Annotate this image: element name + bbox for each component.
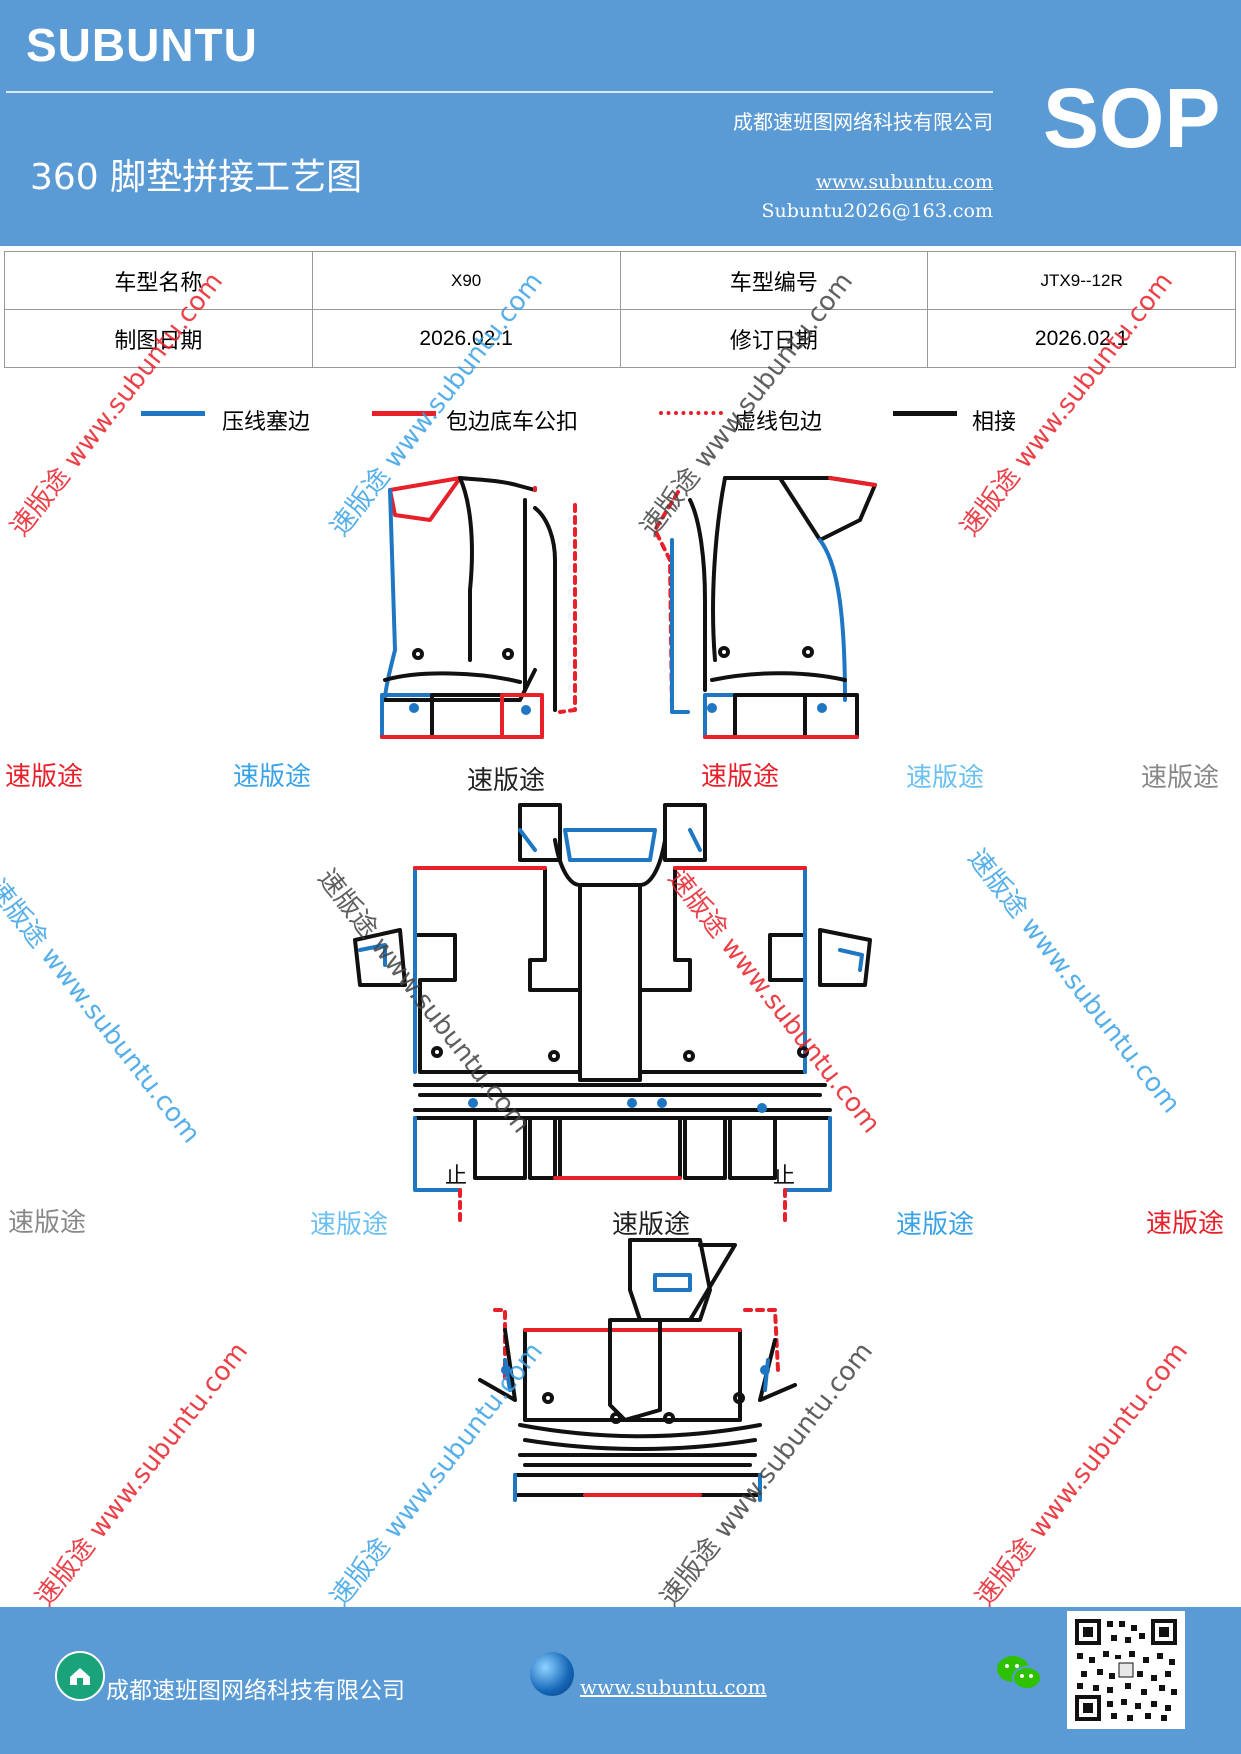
legend-swatch-red-dashed: [659, 411, 723, 415]
watermark-cn: 速版途: [310, 1210, 389, 1240]
draw-date-value: 2026.02.1: [311, 309, 621, 368]
qr-code-image: [1067, 1611, 1185, 1729]
stop-mark-left: 止: [445, 1164, 468, 1189]
legend-label-join: 相接: [972, 410, 1017, 435]
company-home-icon: [55, 1651, 105, 1701]
vehicle-info-table: 车型名称 X90 车型编号 JTX9--12R 制图日期 2026.02.1 修…: [4, 251, 1236, 368]
watermark-cn: 速版途: [233, 762, 312, 792]
wechat-icon[interactable]: [995, 1653, 1043, 1693]
model-name-value: X90: [311, 251, 621, 310]
watermark-cn: 速版途: [612, 1210, 691, 1240]
legend-label-wrap-edge: 包边底车公扣: [446, 410, 579, 435]
table-row: 车型名称 X90 车型编号 JTX9--12R: [4, 251, 1236, 310]
stop-mark-right: 止: [773, 1164, 796, 1189]
middle-row-mat: [353, 803, 872, 1222]
website-link[interactable]: www.subuntu.com: [815, 171, 993, 193]
watermark-cn: 速版途: [1146, 1209, 1225, 1239]
footer-website-link[interactable]: www.subuntu.com: [580, 1675, 767, 1699]
rear-row-mat: [478, 1238, 797, 1502]
brand-logo-text: SUBUNTU: [26, 19, 258, 71]
header-banner: SUBUNTU 360 脚垫拼接工艺图 成都速班图网络科技有限公司 www.su…: [0, 0, 1241, 246]
watermark-cn: 速版途: [1141, 763, 1220, 793]
passenger-mat: [653, 476, 877, 739]
legend-swatch-blue: [141, 411, 205, 416]
company-name: 成都速班图网络科技有限公司: [733, 110, 993, 134]
table-row: 制图日期 2026.02.1 修订日期 2026.02.1: [4, 309, 1236, 368]
header-divider: [6, 91, 993, 93]
model-name-label: 车型名称: [4, 251, 313, 310]
globe-icon: [530, 1652, 574, 1696]
legend-label-dashed-wrap: 虚线包边: [734, 410, 823, 435]
revise-date-value: 2026.02.1: [927, 309, 1236, 368]
page-title: 360 脚垫拼接工艺图: [30, 157, 363, 198]
email-address: Subuntu2026@163.com: [761, 200, 993, 222]
watermark-cn: 速版途: [5, 762, 84, 792]
model-code-value: JTX9--12R: [927, 251, 1236, 310]
watermark-cn: 速版途: [896, 1210, 975, 1240]
driver-mat: [380, 476, 577, 739]
watermark-cn: 速版途: [701, 762, 780, 792]
revise-date-label: 修订日期: [619, 309, 929, 368]
draw-date-label: 制图日期: [4, 309, 313, 368]
watermark-cn: 速版途: [8, 1208, 87, 1238]
legend-label-press-line: 压线塞边: [222, 410, 311, 435]
watermark-cn: 速版途: [906, 763, 985, 793]
model-code-label: 车型编号: [619, 251, 929, 310]
legend-swatch-red: [372, 411, 436, 416]
watermark-cn: 速版途: [467, 766, 546, 796]
sop-label: SOP: [1043, 71, 1221, 165]
legend-swatch-black: [893, 411, 957, 416]
footer-company-name: 成都速班图网络科技有限公司: [106, 1678, 405, 1704]
